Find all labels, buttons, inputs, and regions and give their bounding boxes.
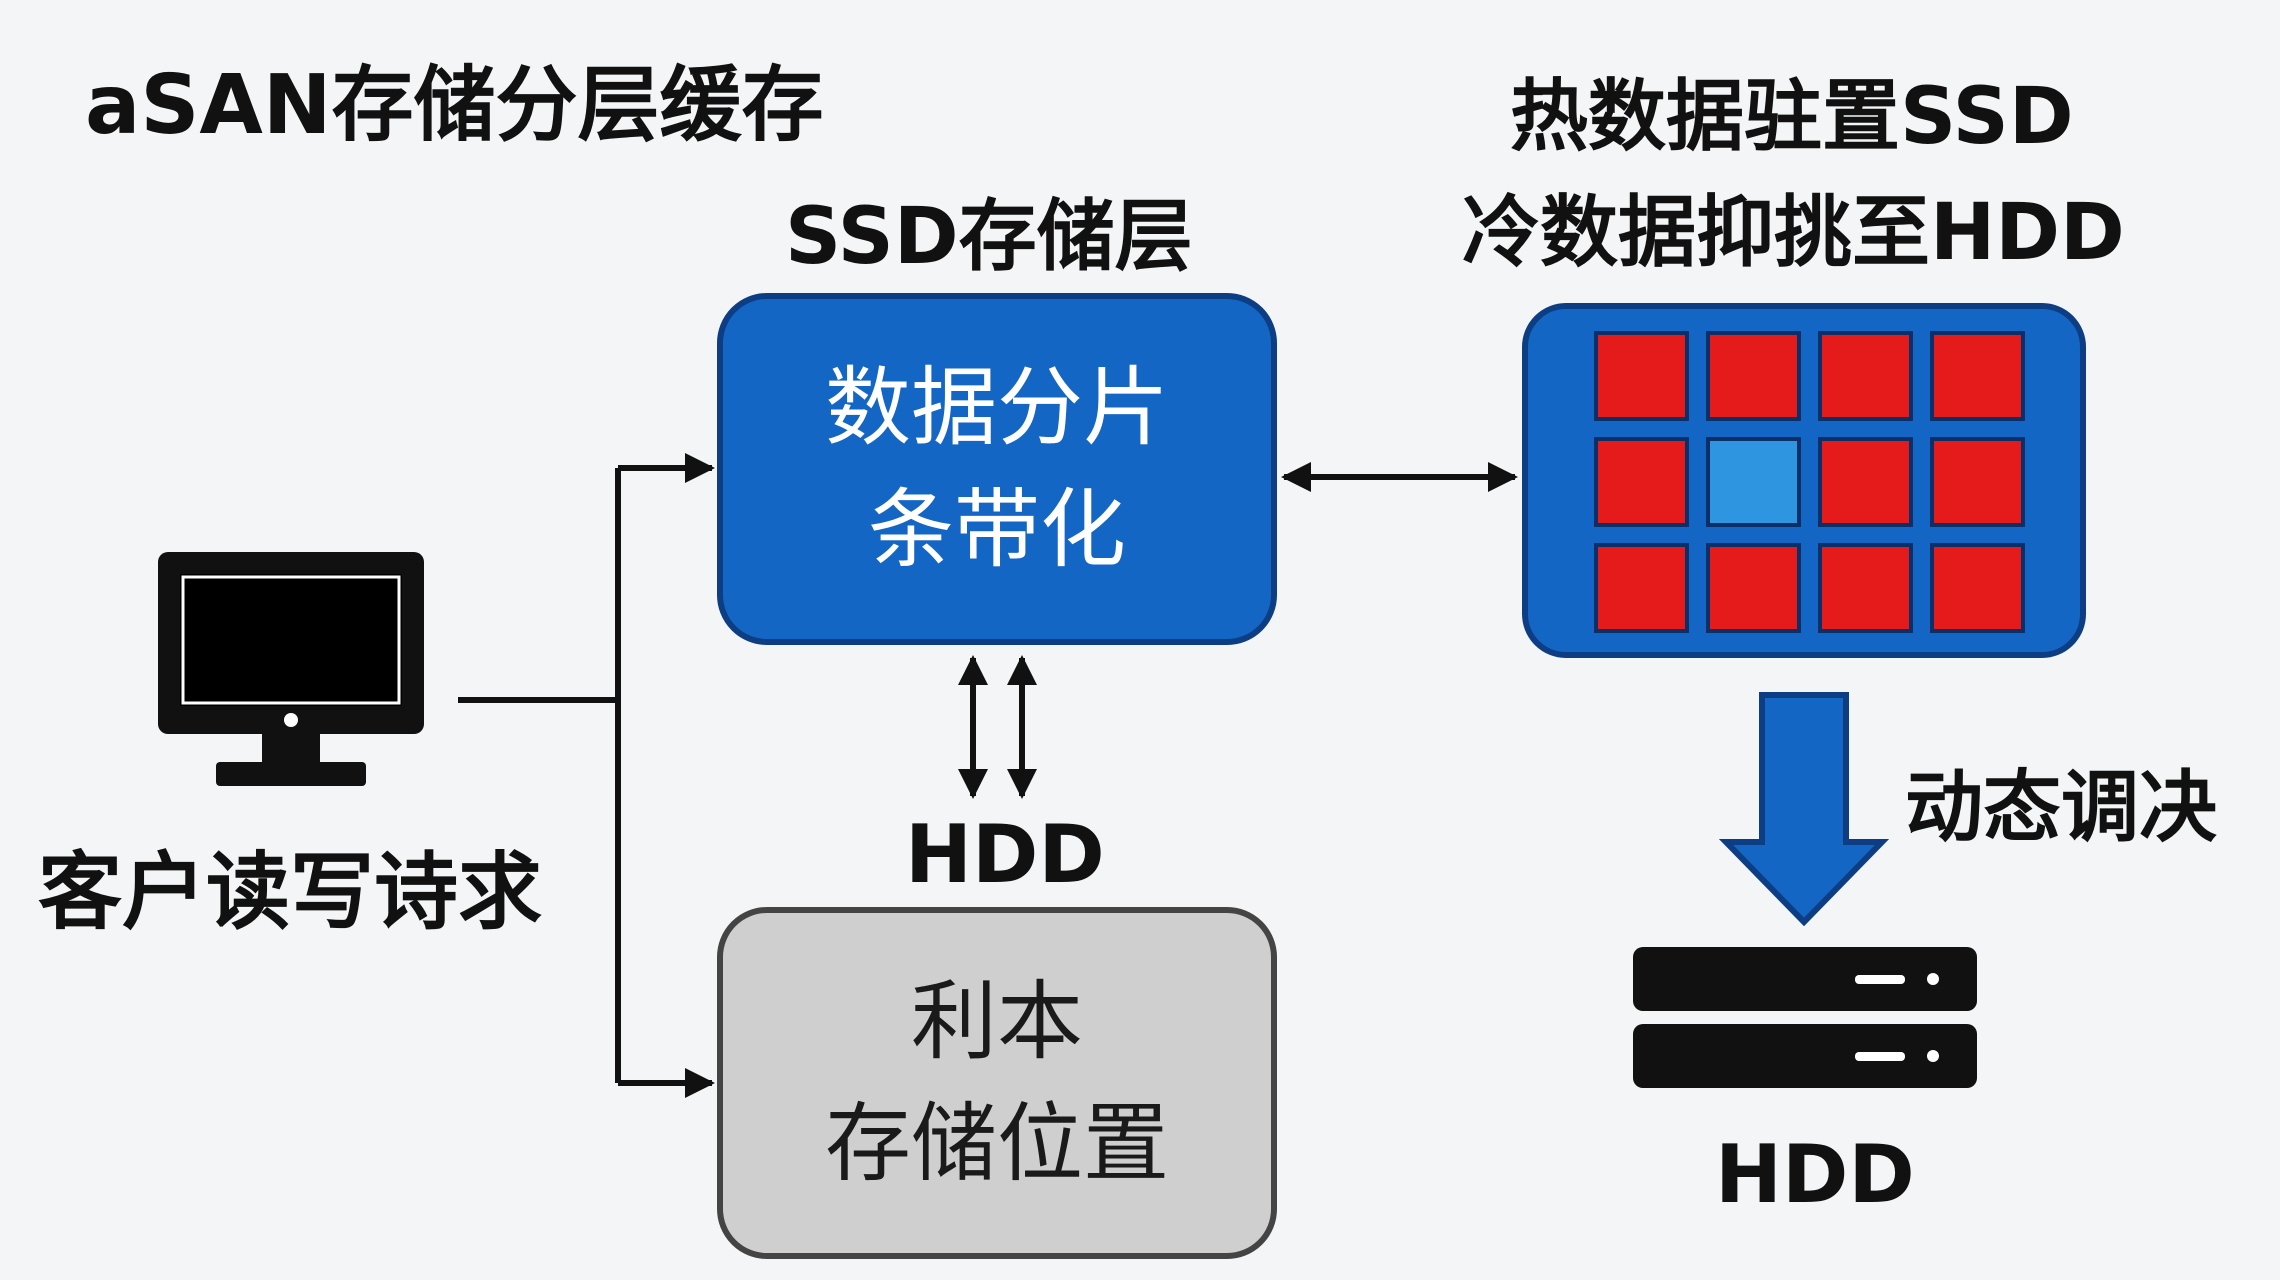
monitor-icon xyxy=(158,552,424,786)
client-connector xyxy=(458,453,715,1098)
cold-data-label: 冷数据抑挑至HDD xyxy=(1462,188,2125,278)
ssd-box-line2: 条带化 xyxy=(868,480,1126,580)
hot-block xyxy=(1930,543,2025,633)
down-arrow-icon xyxy=(1718,692,1890,927)
dynamic-decision-label: 动态调决 xyxy=(1905,763,2218,853)
ssd-hdd-arrows xyxy=(958,655,1037,799)
hot-block xyxy=(1594,543,1689,633)
hdd-right-label: HDD xyxy=(1715,1128,1915,1221)
hot-block xyxy=(1818,437,1913,527)
hdd-middle-label: HDD xyxy=(905,808,1105,901)
diagram-title: aSAN存储分层缓存 xyxy=(85,58,824,153)
hot-block xyxy=(1706,331,1801,421)
client-request-label: 客户读写诗求 xyxy=(38,843,543,941)
local-storage-box: 利本 存储位置 xyxy=(717,907,1277,1259)
hot-data-label: 热数据驻置SSD xyxy=(1510,72,2074,162)
hot-block xyxy=(1818,543,1913,633)
hot-block xyxy=(1594,331,1689,421)
hot-block xyxy=(1706,543,1801,633)
local-box-line2: 存储位置 xyxy=(825,1094,1169,1194)
cold-block xyxy=(1706,437,1801,527)
hot-block xyxy=(1818,331,1913,421)
local-box-line1: 利本 xyxy=(911,972,1083,1072)
hot-block xyxy=(1930,437,2025,527)
hot-block xyxy=(1594,437,1689,527)
ssd-layer-label: SSD存储层 xyxy=(785,192,1193,282)
ssd-sharding-box: 数据分片 条带化 xyxy=(717,293,1277,645)
server-icon xyxy=(1633,947,1977,1088)
hot-block xyxy=(1930,331,2025,421)
ssd-box-line1: 数据分片 xyxy=(825,358,1169,458)
hot-cold-block-grid xyxy=(1522,303,2086,658)
